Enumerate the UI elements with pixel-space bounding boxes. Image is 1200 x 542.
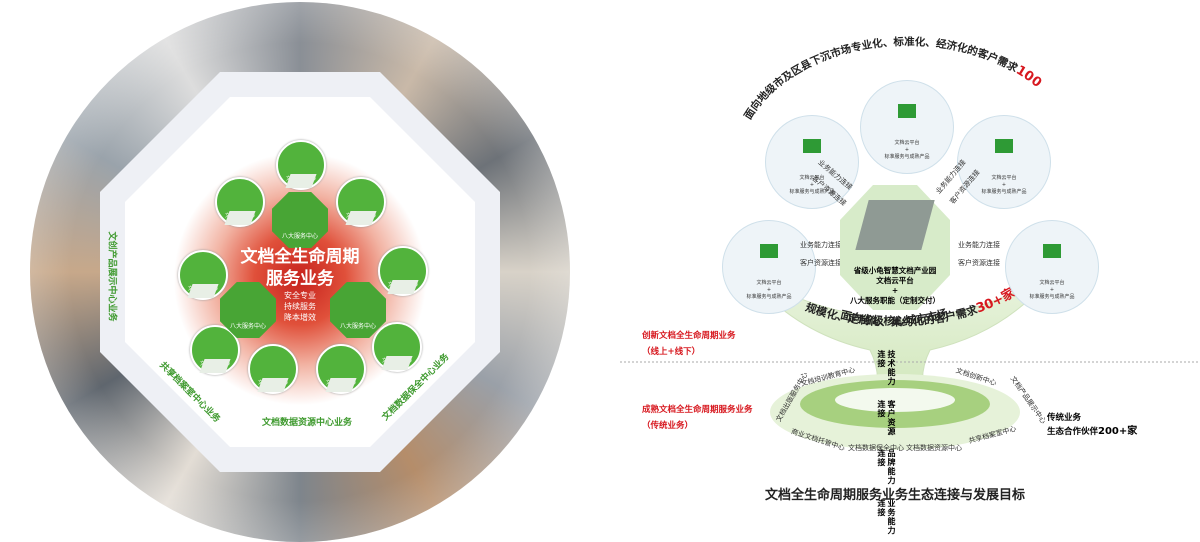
service-center-circle: 文档服务中心 [190,325,240,375]
band-label: 文创产品展示中心业务 [106,231,117,322]
partners-label: 传统业务生态合作伙伴200+家 [1047,413,1138,437]
funnel-shape [729,249,1071,411]
park-illustration [855,200,935,250]
building-icon [995,139,1013,153]
satellite-park: 文档云平台+标准服务与成熟产品 [860,80,954,174]
service-center-circle: 文档服务中心 [372,322,422,372]
connection-label: 业务能力连接 [800,241,842,249]
building-icon [803,139,821,153]
hub-octagon: 八大服务中心 [330,282,386,338]
connection-label: 客户资源连接 [800,259,842,267]
service-center-circle: 文档服务中心 [276,140,326,190]
hub-octagon: 八大服务中心 [272,192,328,248]
ring-center-label: 文档数据保全中心 [848,444,904,452]
service-center-circle: 文档服务中心 [215,177,265,227]
band-label: 文档数据资源中心业务 [262,418,353,428]
service-center-circle: 文档服务中心 [178,250,228,300]
service-center-circle: 文档服务中心 [336,177,386,227]
building-icon [760,244,778,258]
mature-business-label: 成熟文档全生命周期服务业务（传统业务） [642,405,753,431]
hub-octagon: 八大服务中心 [220,282,276,338]
trunk-columns: 技术能力连接客户资源连接品牌能力连接业务能力连接 [877,350,896,535]
center-title: 文档全生命周期服务业务 [240,247,360,289]
ring-hole [835,388,955,412]
service-center-circle: 文档服务中心 [316,344,366,394]
building-icon [898,104,916,118]
satellite-park: 文档云平台+标准服务与成熟产品 [722,220,816,314]
connection-label: 业务能力连接 [958,241,1000,249]
satellite-park: 文档云平台+标准服务与成熟产品 [957,115,1051,209]
building-icon [1043,244,1061,258]
connection-label: 客户资源连接 [958,259,1000,267]
hub-text: 省级小龟智慧文档产业园文档云平台+八大服务职能（定制交付） [850,266,940,305]
ring-center-label: 文档数据资源中心 [906,444,962,452]
service-center-circle: 文档服务中心 [378,246,428,296]
innovative-business-label: 创新文档全生命周期业务（线上+线下） [642,331,736,357]
service-center-circle: 文档服务中心 [248,344,298,394]
satellite-park: 文档云平台+标准服务与成熟产品 [1005,220,1099,314]
diagram-title: 文档全生命周期服务业务生态连接与发展目标 [764,488,1025,503]
center-points: 安全专业持续服务降本增效 [284,291,316,322]
top-arc-text: 面向地级市及区县下沉市场专业化、标准化、经济化的客户需求1000+家 [600,0,1044,122]
satellite-park: 文档云平台+标准服务与成熟产品 [765,115,859,209]
